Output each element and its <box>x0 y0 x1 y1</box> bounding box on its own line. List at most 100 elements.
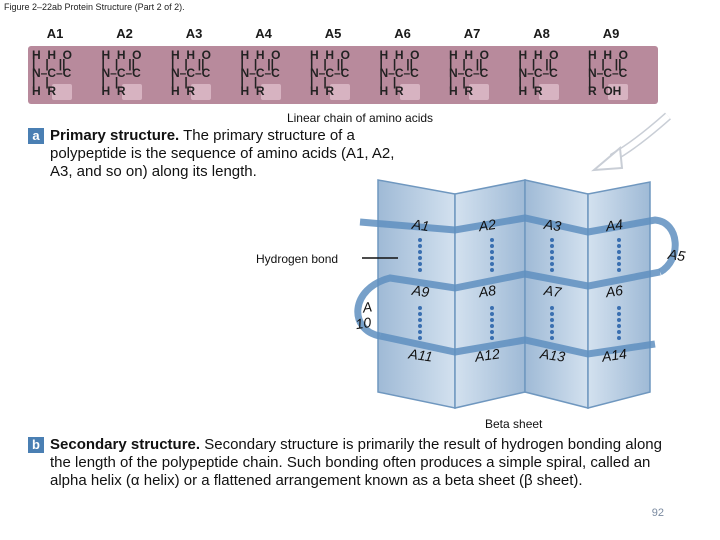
unit-bond-row: | | <box>588 75 605 89</box>
unit-top-row: H H O <box>518 48 559 62</box>
bond-dot <box>490 336 494 340</box>
bond-dot <box>617 318 621 322</box>
unit-bond-row: | | || <box>32 57 66 71</box>
bond-dot <box>550 238 554 242</box>
hydrogen-bond-lower-2 <box>490 306 494 340</box>
unit-top-row: H H O <box>449 48 490 62</box>
sheet-label-top-2: A2 <box>477 216 497 234</box>
bond-dot <box>418 268 422 272</box>
amino-acid-unit: H H O| | ||N–C–C| |H R <box>241 48 297 102</box>
unit-bottom-row: R OH <box>588 84 622 98</box>
bond-dot <box>617 250 621 254</box>
bond-dot <box>617 268 621 272</box>
bond-dot <box>617 324 621 328</box>
unit-bottom-row: H R <box>518 84 543 98</box>
r-group-box <box>121 84 142 100</box>
r-group-box <box>608 84 628 100</box>
bond-dot <box>617 312 621 316</box>
bond-dot <box>550 336 554 340</box>
section-a-badge: a <box>28 128 44 144</box>
bond-dot <box>617 238 621 242</box>
bond-dot <box>617 262 621 266</box>
amino-acid-unit: H H O| | ||N–C–C| |H R <box>171 48 227 102</box>
bond-dot <box>550 306 554 310</box>
unit-bond-row: | | || <box>588 57 622 71</box>
amino-acid-unit: H H O| | ||N–C–C| |H R <box>449 48 505 102</box>
bond-dot <box>617 256 621 260</box>
bond-dot <box>617 306 621 310</box>
hydrogen-bond-lower-3 <box>550 306 554 340</box>
amino-acid-unit: H H O| | ||N–C–C| |H R <box>380 48 436 102</box>
unit-bond-row: | | || <box>379 57 413 71</box>
r-group-box <box>399 84 420 100</box>
unit-bottom-row: H R <box>240 84 265 98</box>
bond-dot <box>550 318 554 322</box>
unit-bottom-row: H R <box>171 84 195 98</box>
unit-bottom-row: H R <box>449 84 473 98</box>
unit-top-row: H H O <box>101 48 142 62</box>
sheet-label-bottom-4: A14 <box>600 345 628 364</box>
unit-bond-row: | | || <box>240 57 274 71</box>
unit-backbone-row: N–C–C <box>32 66 72 80</box>
bond-dot <box>550 324 554 328</box>
primary-heading: Primary structure. <box>50 127 180 144</box>
bond-dot <box>550 250 554 254</box>
unit-top-row: H H O <box>32 48 73 62</box>
residue-label-4: A4 <box>255 26 272 41</box>
unit-bond-row: | | <box>518 75 536 89</box>
sheet-label-bottom-1: A11 <box>407 345 434 364</box>
r-group-box <box>260 84 281 100</box>
r-group-box <box>469 84 489 100</box>
hydrogen-bond-upper-2 <box>490 238 494 272</box>
unit-top-row: H H O <box>310 48 351 62</box>
bond-dot <box>418 306 422 310</box>
residue-label-5: A5 <box>324 26 342 41</box>
bond-dot <box>550 244 554 248</box>
unit-bond-row: | | <box>240 75 258 89</box>
bond-dot <box>490 330 494 334</box>
sheet-label-mid-1: A9 <box>410 282 430 300</box>
r-group-box <box>538 84 559 100</box>
bond-dot <box>550 268 554 272</box>
hydrogen-bond-upper-1 <box>418 238 422 272</box>
chain-caption: Linear chain of amino acids <box>286 111 434 125</box>
bond-dot <box>490 238 494 242</box>
sheet-label-bottom-3: A13 <box>538 345 566 364</box>
unit-bond-row: | | || <box>171 57 205 71</box>
bond-dot <box>418 318 422 322</box>
bond-dot <box>617 336 621 340</box>
bond-dot <box>418 330 422 334</box>
bond-dot <box>418 262 422 266</box>
residue-label-3: A3 <box>185 26 203 41</box>
bond-dot <box>550 262 554 266</box>
strand-top <box>359 214 679 276</box>
sheet-label-bottom-2: A12 <box>473 345 501 364</box>
r-group-box <box>330 84 350 100</box>
unit-backbone-row: N–C–C <box>449 66 489 80</box>
unit-bond-row: | | <box>379 75 397 89</box>
sheet-label-top-4: A4 <box>604 216 624 234</box>
residue-label-9: A9 <box>602 26 620 41</box>
unit-bottom-row: H R <box>379 84 404 98</box>
unit-bond-row: | | <box>449 75 466 89</box>
secondary-body: Secondary structure is primarily the res… <box>50 436 662 489</box>
r-group-box <box>191 84 211 100</box>
unit-backbone-row: N–C–C <box>518 66 558 80</box>
bond-dot <box>418 244 422 248</box>
hydrogen-bond-lower-4 <box>617 306 621 340</box>
hydrogen-bond-upper-3 <box>550 238 554 272</box>
unit-bond-row: | | <box>101 75 119 89</box>
unit-top-row: H H O <box>379 48 420 62</box>
unit-top-row: H H O <box>171 48 212 62</box>
bond-dot <box>490 268 494 272</box>
strand-middle <box>354 268 661 340</box>
sheet-label-mid-3: A7 <box>542 282 563 301</box>
sheet-label-top-5: A5 <box>666 246 686 264</box>
bond-dot <box>490 250 494 254</box>
figure-title: Figure 2–22ab Protein Structure (Part 2 … <box>4 2 185 12</box>
primary-body: The primary structure of a polypeptide i… <box>50 127 395 180</box>
amino-acid-unit: H H O| | ||N–C–C| |H R <box>32 48 88 102</box>
bond-dot <box>418 336 422 340</box>
bond-dot <box>418 324 422 328</box>
